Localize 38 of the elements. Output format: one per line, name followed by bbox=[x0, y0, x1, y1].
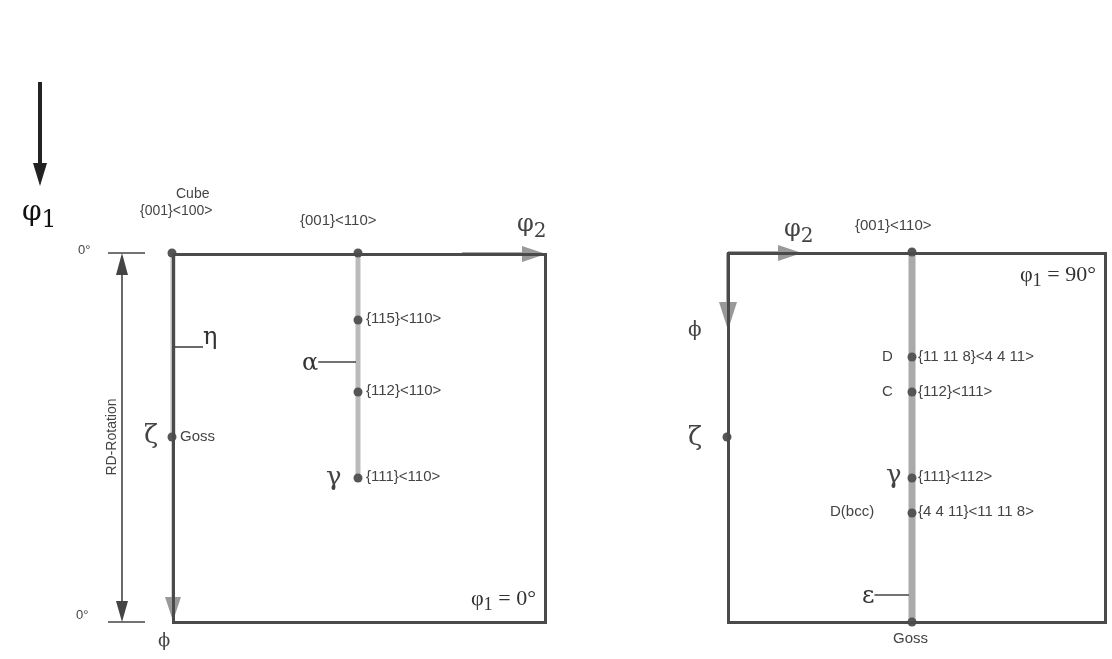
leader-line bbox=[173, 346, 204, 348]
plot-frame bbox=[172, 253, 547, 624]
section-label: φ$_{1}$ = 0° bbox=[470, 584, 536, 615]
orientation-label: {4 4 11}<11 11 8> bbox=[918, 503, 1034, 520]
orientation-label: 0° bbox=[76, 608, 89, 623]
orientation-label: C bbox=[882, 383, 893, 400]
orientation-label: {001}<110> bbox=[300, 212, 377, 229]
fiber-label: α bbox=[302, 350, 319, 374]
orientation-label: {112}<110> bbox=[366, 382, 442, 399]
orientation-label: {11 11 8}<4 4 11> bbox=[918, 348, 1034, 365]
section-label: φ$_{1}$ = 90° bbox=[1019, 261, 1096, 292]
symbol-label: φ$_{1}$ bbox=[22, 196, 57, 233]
symbol-label: φ$_{2}$ bbox=[784, 215, 814, 246]
orientation-label: Goss bbox=[893, 630, 928, 647]
symbol-label: φ$_{2}$ bbox=[517, 210, 547, 241]
orientation-label: D bbox=[882, 348, 893, 365]
plot-frame bbox=[727, 252, 1107, 624]
orientation-label: {001}<110> bbox=[855, 217, 932, 234]
orientation-label: 0° bbox=[78, 243, 91, 258]
symbol-label: ζ bbox=[688, 422, 703, 451]
fiber-label: ε bbox=[862, 583, 875, 607]
symbol-label: ϕ bbox=[688, 318, 702, 340]
orientation-label: D(bcc) bbox=[830, 503, 875, 520]
orientation-label: {112}<111> bbox=[918, 383, 993, 400]
orientation-label: {115}<110> bbox=[366, 310, 442, 327]
fiber-label: η bbox=[203, 324, 218, 348]
orientation-label: Cube bbox=[176, 186, 210, 202]
symbol-label: γ bbox=[326, 462, 342, 491]
orientation-label: {001}<100> bbox=[140, 203, 213, 219]
symbol-label: ζ bbox=[144, 420, 159, 449]
axis-label: RD-Rotation bbox=[104, 398, 120, 476]
symbol-label: ϕ bbox=[158, 630, 171, 650]
symbol-label: γ bbox=[886, 460, 902, 489]
orientation-label: Goss bbox=[180, 428, 215, 445]
orientation-label: {111}<110> bbox=[366, 468, 441, 485]
orientation-label: {111}<112> bbox=[918, 468, 993, 485]
leader-line bbox=[317, 361, 357, 363]
leader-line bbox=[873, 594, 910, 596]
